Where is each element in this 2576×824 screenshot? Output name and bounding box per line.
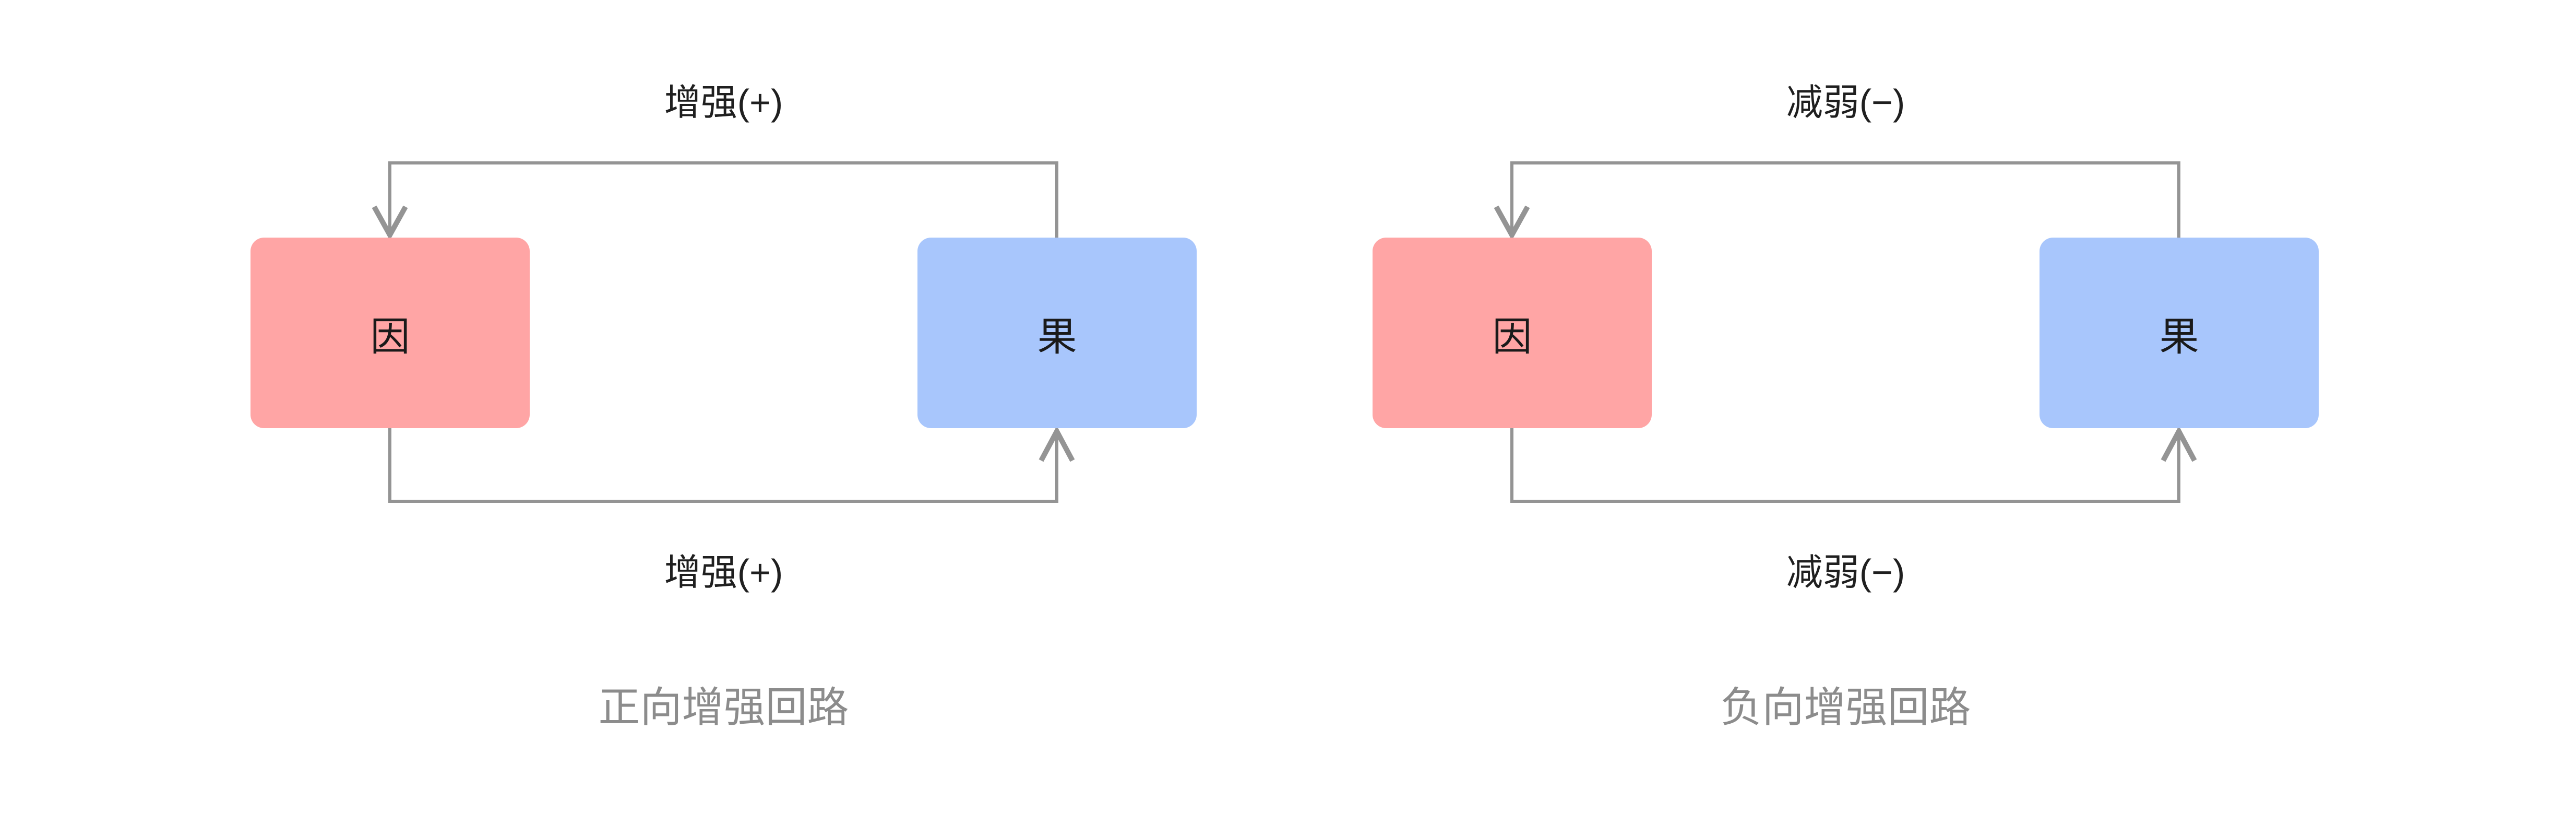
top-link-label: 增强(+) — [664, 82, 783, 123]
diagram-caption: 负向增强回路 — [1720, 684, 1971, 731]
diagram-caption: 正向增强回路 — [598, 684, 849, 731]
top-link-arrowhead-icon — [372, 205, 408, 241]
cause-node: 因 — [251, 238, 530, 428]
bottom-link-label: 增强(+) — [664, 552, 783, 593]
bottom-link-path — [1510, 428, 2180, 503]
bottom-link-path — [388, 428, 1058, 503]
bottom-link-label: 减弱(−) — [1786, 552, 1905, 593]
effect-node: 果 — [2040, 238, 2319, 428]
top-link-label: 减弱(−) — [1786, 82, 1905, 123]
top-link-arrowhead-icon — [1494, 205, 1530, 241]
cause-node: 因 — [1373, 238, 1652, 428]
top-link-path — [1510, 161, 2180, 238]
negative-loop-diagram: 减弱(−) 因 果 减弱(−) 负向增强回路 — [1373, 0, 2319, 824]
top-link-path — [388, 161, 1058, 238]
bottom-link-arrowhead-icon — [1039, 426, 1075, 462]
effect-node: 果 — [917, 238, 1197, 428]
positive-loop-diagram: 增强(+) 因 果 增强(+) 正向增强回路 — [251, 0, 1197, 824]
bottom-link-arrowhead-icon — [2161, 426, 2197, 462]
